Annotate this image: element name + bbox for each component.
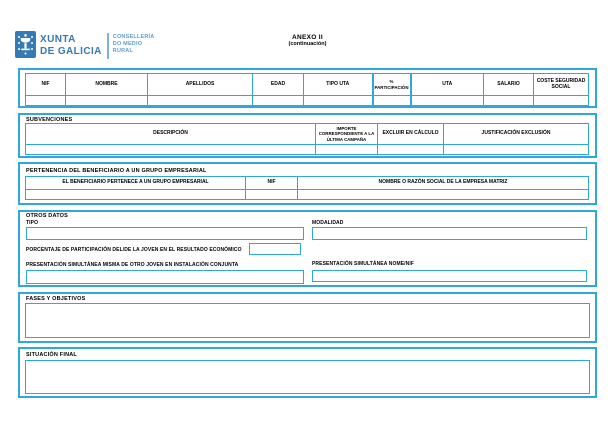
brand-text: XUNTA DE GALICIA xyxy=(40,31,102,57)
subsidies-cell-importe[interactable] xyxy=(315,144,378,155)
dept-line-3: RURAL xyxy=(112,47,134,54)
subsidies-cell-excluir[interactable] xyxy=(377,144,444,155)
members-col-tipo-uta: TIPO UTA xyxy=(303,73,373,96)
xunta-logo: XUNTA DE GALICIA CONSELLERÍA DO MEDIO RU… xyxy=(15,31,154,59)
group-col-nif: NIF xyxy=(245,176,298,190)
group-cell-pertenece[interactable] xyxy=(25,189,246,200)
fases-section-title: FASES Y OBJETIVOS xyxy=(26,296,86,302)
members-cell-nif[interactable] xyxy=(25,95,66,106)
group-empty-row xyxy=(25,189,589,200)
situacion-textarea[interactable] xyxy=(25,360,590,394)
members-cell-nombre[interactable] xyxy=(65,95,148,106)
members-empty-row xyxy=(25,95,589,106)
group-table: EL BENEFICIARIO PERTENECE A UN GRUPO EMP… xyxy=(25,176,589,200)
members-table: NIF NOMBRE APELLIDOS EDAD TIPO UTA % PAR… xyxy=(25,73,589,106)
group-cell-nif[interactable] xyxy=(245,189,298,200)
subsidies-section: SUBVENCIONES DESCRIPCIÓN IMPORTE CORRESP… xyxy=(18,113,597,158)
members-col-nombre: NOMBRE xyxy=(65,73,148,96)
dept-line-1: CONSELLERÍA xyxy=(112,34,155,40)
subsidies-cell-justificacion[interactable] xyxy=(443,144,589,155)
brand-line-2: DE GALICIA xyxy=(40,45,102,57)
members-col-coste-ss: COSTE SEGURIDAD SOCIAL xyxy=(533,73,589,96)
presentacion-input[interactable] xyxy=(26,270,304,284)
galicia-emblem-icon xyxy=(15,31,36,58)
subsidies-cell-descripcion[interactable] xyxy=(25,144,316,155)
page-title: ANEXO II xyxy=(292,34,323,41)
porcentaje-input[interactable] xyxy=(249,243,301,255)
members-cell-salario[interactable] xyxy=(483,95,534,106)
subsidies-col-descripcion: DESCRIPCIÓN xyxy=(25,123,316,145)
modalidad-label: MODALIDAD xyxy=(312,220,344,226)
members-col-uta: UTA xyxy=(410,73,484,96)
brand-line-1: XUNTA xyxy=(40,34,76,45)
presentacion-label: PRESENTACIÓN SIMULTÁNEA MISMA DE OTRO JO… xyxy=(26,262,239,268)
members-section: NIF NOMBRE APELLIDOS EDAD TIPO UTA % PAR… xyxy=(18,68,597,108)
presentacion-nif-label: PRESENTACIÓN SIMULTÁNEA NOME/NIF xyxy=(312,261,414,267)
subsidies-col-justificacion: JUSTIFICACIÓN EXCLUSIÓN xyxy=(443,123,589,145)
group-section: PERTENENCIA DEL BENEFICIARIO A UN GRUPO … xyxy=(18,162,597,205)
dept-line-2: DO MEDIO xyxy=(112,40,143,47)
members-cell-coste-ss[interactable] xyxy=(533,95,589,106)
members-cell-participacion[interactable] xyxy=(371,95,412,106)
subsidies-col-importe: IMPORTE CORRESPONDIENTE A LA ÚLTIMA CAMP… xyxy=(315,123,378,145)
subsidies-table: DESCRIPCIÓN IMPORTE CORRESPONDIENTE A LA… xyxy=(25,123,589,155)
members-cell-edad[interactable] xyxy=(252,95,304,106)
members-col-apellidos: APELLIDOS xyxy=(147,73,253,96)
group-col-razon-social: NOMBRE O RAZÓN SOCIAL DE LA EMPRESA MATR… xyxy=(297,176,589,190)
department-text: CONSELLERÍA DO MEDIO RURAL xyxy=(113,31,155,55)
modalidad-input[interactable] xyxy=(312,227,587,240)
logo-divider xyxy=(106,33,109,59)
tipo-input[interactable] xyxy=(26,227,304,240)
situacion-section: SITUACIÓN FINAL xyxy=(18,347,597,398)
porcentaje-label: PORCENTAJE DE PARTICIPACIÓN DEL/DE LA JO… xyxy=(26,247,242,253)
members-col-edad: EDAD xyxy=(252,73,304,96)
tipo-label: TIPO xyxy=(26,220,39,226)
subsidies-empty-row xyxy=(25,144,589,155)
members-col-nif: NIF xyxy=(25,73,66,96)
situacion-section-title: SITUACIÓN FINAL xyxy=(26,352,77,358)
fases-section: FASES Y OBJETIVOS xyxy=(18,292,597,343)
subsidies-col-excluir: EXCLUIR EN CÁLCULO xyxy=(377,123,444,145)
other-data-section-title: OTROS DATOS xyxy=(26,213,69,219)
members-cell-tipo-uta[interactable] xyxy=(303,95,373,106)
group-cell-razon-social[interactable] xyxy=(297,189,589,200)
members-col-participacion: % PARTICIPACIÓN xyxy=(371,73,412,96)
group-section-title: PERTENENCIA DEL BENEFICIARIO A UN GRUPO … xyxy=(26,168,207,174)
members-col-salario: SALARIO xyxy=(483,73,534,96)
fases-textarea[interactable] xyxy=(25,303,590,338)
subsidies-section-title: SUBVENCIONES xyxy=(26,117,73,123)
page-subtitle: (continuación) xyxy=(288,41,327,47)
members-cell-apellidos[interactable] xyxy=(147,95,253,106)
members-cell-uta[interactable] xyxy=(410,95,484,106)
page-title-block: ANEXO II (continuación) xyxy=(0,34,615,47)
group-col-pertenece: EL BENEFICIARIO PERTENECE A UN GRUPO EMP… xyxy=(25,176,246,190)
other-data-section: OTROS DATOS TIPO MODALIDAD PORCENTAJE DE… xyxy=(18,210,597,287)
presentacion-nif-input[interactable] xyxy=(312,270,587,282)
